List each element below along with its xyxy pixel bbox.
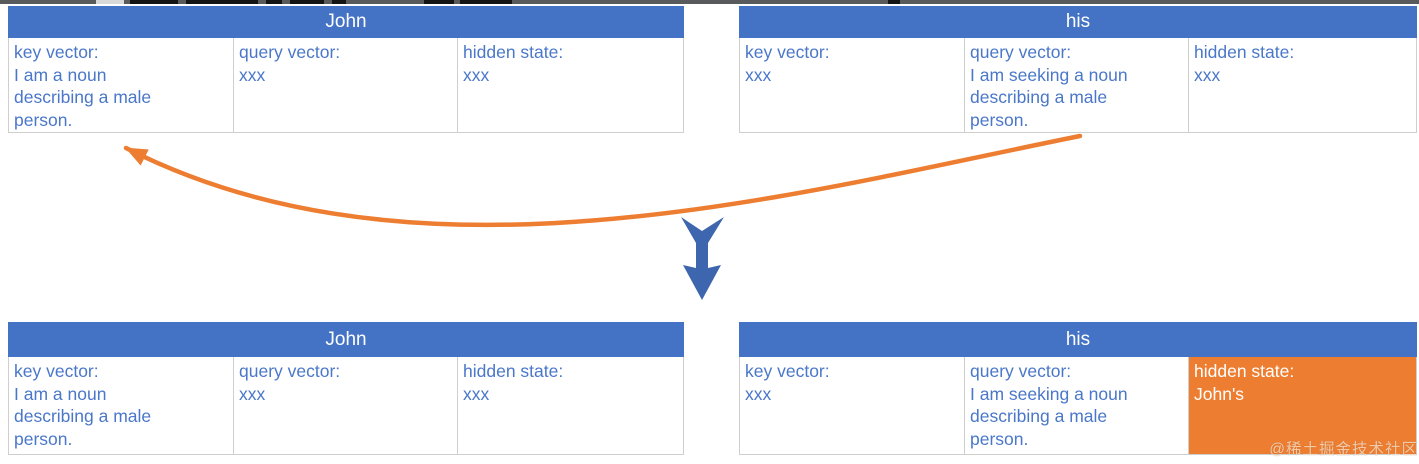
watermark: @稀土掘金技术社区 bbox=[1269, 441, 1418, 458]
cell-query-vector: query vector: xxx bbox=[233, 357, 457, 454]
cell-label: key vector: bbox=[14, 42, 99, 62]
cell-hidden-state: hidden state: xxx bbox=[457, 38, 683, 132]
cell-key-vector: key vector: xxx bbox=[740, 357, 964, 454]
cell-value: I am seeking a noun describing a male pe… bbox=[970, 383, 1128, 449]
table-john-before: John key vector: I am a noun describing … bbox=[8, 6, 684, 133]
cell-value: I am a noun describing a male person. bbox=[14, 64, 152, 130]
cell-value: John's bbox=[1194, 383, 1245, 404]
cell-value: xxx bbox=[1194, 64, 1221, 85]
cell-label: key vector: bbox=[745, 42, 830, 62]
cell-label: query vector: bbox=[239, 42, 341, 62]
cell-value: xxx bbox=[463, 383, 490, 404]
strip-fragment bbox=[96, 0, 124, 4]
strip-fragment bbox=[130, 0, 178, 4]
cell-hidden-state: hidden state: xxx bbox=[457, 357, 683, 454]
table-title-john: John bbox=[8, 6, 684, 38]
cropped-text-strip bbox=[0, 0, 1419, 4]
strip-fragment bbox=[186, 0, 258, 4]
transform-down-arrow-icon bbox=[681, 217, 724, 300]
cell-label: query vector: bbox=[239, 361, 341, 381]
table-his-before: his key vector: xxx query vector: I am s… bbox=[739, 6, 1417, 133]
cell-value: xxx bbox=[745, 383, 772, 404]
attention-curve-arrow-icon bbox=[123, 133, 1083, 228]
strip-fragment bbox=[332, 0, 346, 4]
cell-hidden-state-highlighted: hidden state: John's bbox=[1188, 357, 1416, 454]
cell-label: query vector: bbox=[970, 42, 1072, 62]
table-his-after: his key vector: xxx query vector: I am s… bbox=[739, 322, 1417, 455]
cell-query-vector: query vector: I am seeking a noun descri… bbox=[964, 38, 1188, 132]
table-title-john: John bbox=[8, 322, 684, 357]
cell-label: hidden state: bbox=[1194, 42, 1295, 62]
cell-value: I am a noun describing a male person. bbox=[14, 383, 152, 449]
cell-label: query vector: bbox=[970, 361, 1072, 381]
strip-fragment bbox=[888, 0, 900, 4]
cell-label: hidden state: bbox=[1194, 361, 1295, 381]
cell-value: xxx bbox=[463, 64, 490, 85]
table-title-his: his bbox=[739, 322, 1417, 357]
cell-label: hidden state: bbox=[463, 361, 564, 381]
cell-key-vector: key vector: I am a noun describing a mal… bbox=[9, 357, 233, 454]
cell-value: xxx bbox=[239, 383, 266, 404]
strip-fragment bbox=[424, 0, 454, 4]
strip-fragment bbox=[290, 0, 324, 4]
cell-key-vector: key vector: I am a noun describing a mal… bbox=[9, 38, 233, 132]
table-john-after: John key vector: I am a noun describing … bbox=[8, 322, 684, 455]
cell-label: key vector: bbox=[745, 361, 830, 381]
table-title-his: his bbox=[739, 6, 1417, 38]
cell-query-vector: query vector: I am seeking a noun descri… bbox=[964, 357, 1188, 454]
cell-hidden-state: hidden state: xxx bbox=[1188, 38, 1416, 132]
cell-value: I am seeking a noun describing a male pe… bbox=[970, 64, 1128, 130]
strip-fragment bbox=[266, 0, 282, 4]
strip-fragment bbox=[460, 0, 512, 4]
cell-key-vector: key vector: xxx bbox=[740, 38, 964, 132]
cell-label: hidden state: bbox=[463, 42, 564, 62]
cell-value: xxx bbox=[239, 64, 266, 85]
cell-label: key vector: bbox=[14, 361, 99, 381]
cell-query-vector: query vector: xxx bbox=[233, 38, 457, 132]
cell-value: xxx bbox=[745, 64, 772, 85]
